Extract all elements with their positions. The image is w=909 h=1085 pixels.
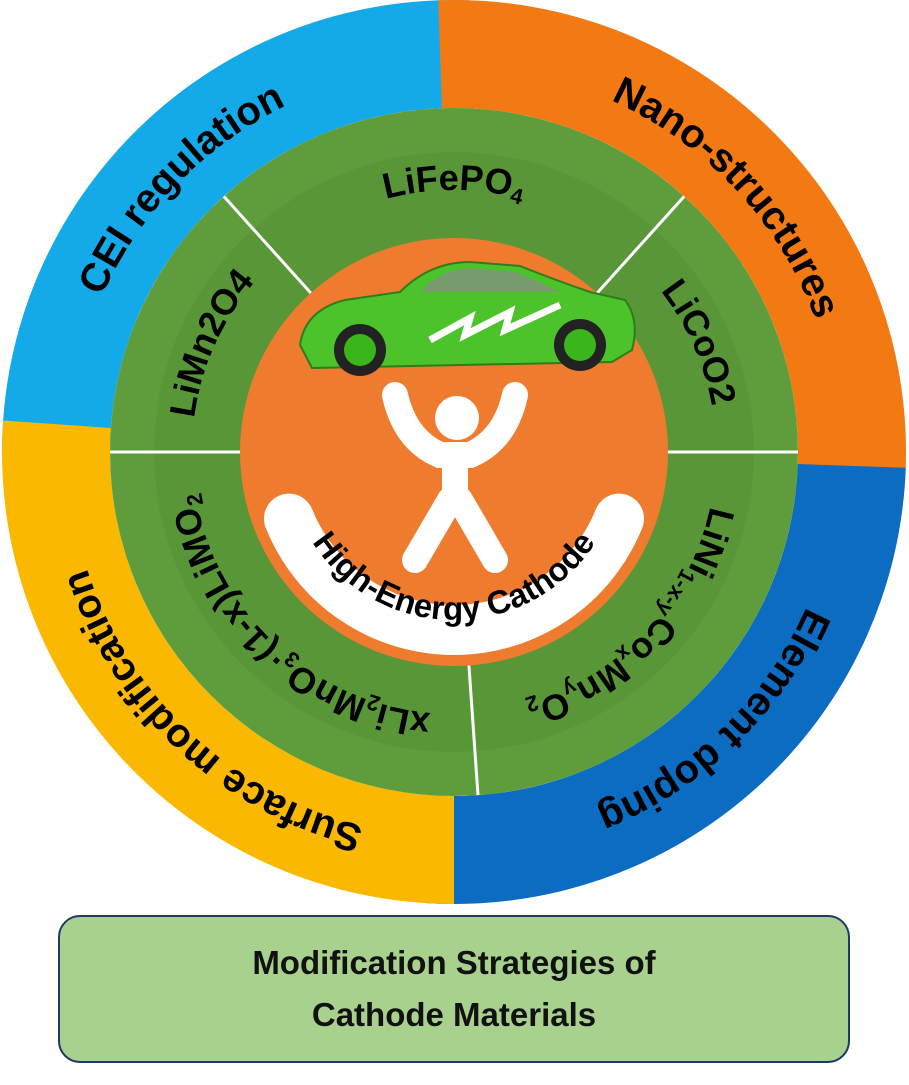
center-label-band [263, 493, 645, 655]
caption-box: Modification Strategies of Cathode Mater… [58, 915, 850, 1063]
caption-line-2: Cathode Materials [311, 996, 597, 1033]
strategy-segment-surface [1, 420, 455, 904]
caption-line-1: Modification Strategies of [252, 944, 656, 981]
ring-divider [467, 665, 480, 796]
ring-divider [596, 195, 686, 294]
ring-divider [222, 195, 312, 294]
strategy-segment-nano [438, 0, 906, 500]
outer-strategy-ring [1, 0, 906, 904]
electric-car-icon [298, 260, 636, 376]
strategy-segment-doping [422, 464, 906, 904]
strategy-segment-cei [2, 0, 470, 453]
person-lifting-icon [382, 382, 528, 573]
